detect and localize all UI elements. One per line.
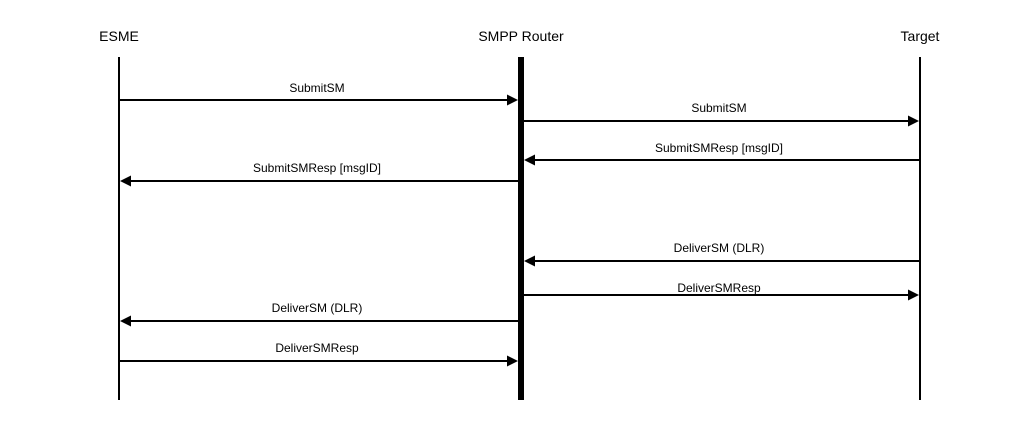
- message-2-submitsm: SubmitSM: [524, 101, 919, 127]
- message-1-submitsm: SubmitSM: [120, 81, 518, 106]
- arrow-head-6: [908, 289, 919, 301]
- arrow-head-7: [120, 315, 131, 327]
- lifeline-activation-router: [518, 57, 524, 400]
- message-label-8: DeliverSMResp: [275, 341, 359, 355]
- arrow-head-5: [524, 255, 535, 267]
- message-label-3: SubmitSMResp [msgID]: [655, 141, 783, 155]
- participant-target: Target: [901, 28, 940, 400]
- message-4-submitsmresp-msgid: SubmitSMResp [msgID]: [120, 161, 518, 187]
- arrow-head-4: [120, 175, 131, 187]
- message-label-4: SubmitSMResp [msgID]: [253, 161, 381, 175]
- participant-label-router: SMPP Router: [478, 28, 564, 44]
- message-6-deliversmresp: DeliverSMResp: [524, 281, 919, 301]
- message-5-deliversm-dlr: DeliverSM (DLR): [524, 241, 919, 267]
- message-8-deliversmresp: DeliverSMResp: [120, 341, 518, 367]
- participant-label-target: Target: [901, 28, 940, 44]
- message-label-6: DeliverSMResp: [677, 281, 761, 295]
- participant-label-esme: ESME: [99, 28, 139, 44]
- message-label-7: DeliverSM (DLR): [272, 301, 363, 315]
- message-label-2: SubmitSM: [691, 101, 746, 115]
- participants-layer: ESME SMPP Router Target: [99, 28, 940, 400]
- messages-layer: SubmitSM SubmitSM SubmitSMResp [msgID] Subm…: [120, 81, 919, 367]
- arrow-head-8: [507, 355, 518, 367]
- message-label-5: DeliverSM (DLR): [674, 241, 765, 255]
- arrow-head-1: [507, 94, 518, 106]
- participant-esme: ESME: [99, 28, 139, 400]
- arrow-head-2: [908, 115, 919, 127]
- message-label-1: SubmitSM: [289, 81, 344, 95]
- participant-router: SMPP Router: [478, 28, 564, 400]
- message-3-submitsmresp-msgid: SubmitSMResp [msgID]: [524, 141, 919, 166]
- arrow-head-3: [524, 154, 535, 166]
- message-7-deliversm-dlr: DeliverSM (DLR): [120, 301, 518, 327]
